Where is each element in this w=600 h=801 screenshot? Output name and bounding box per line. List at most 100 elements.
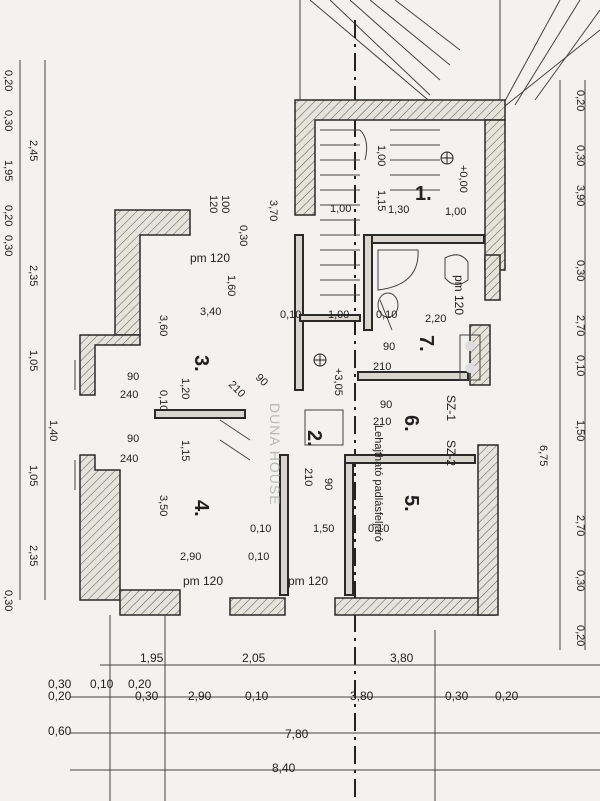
dim-label: 7,80 (285, 727, 309, 741)
dim-label: 1,30 (388, 204, 409, 216)
dim-label: 0,30 (574, 570, 586, 591)
dim-label: 3,40 (200, 306, 221, 318)
section-sz1: SZ-1 (444, 395, 458, 421)
dim-label: 1,00 (328, 309, 349, 321)
dim-label: 210 (302, 468, 314, 486)
dim-label: 1,20 (179, 378, 191, 399)
room-label-3: 3. (190, 355, 212, 372)
dim-label: 0,30 (2, 235, 14, 256)
dim-label: 90 (383, 341, 395, 353)
walls (79, 99, 506, 616)
dim-label: 90 (127, 371, 139, 383)
dim-label: 2,90 (188, 689, 212, 703)
section-sz2: SZ-2 (444, 440, 458, 466)
dim-label: 210 (226, 379, 247, 400)
dim-label: 0,10 (368, 523, 389, 535)
dim-label: 0,10 (248, 551, 269, 563)
dim-label: 0,30 (2, 590, 14, 611)
room-label-2: 2. (303, 430, 325, 447)
dim-label: 1,00 (445, 206, 466, 218)
dim-label: 0,10 (157, 390, 169, 411)
dim-label: 1,95 (140, 651, 164, 665)
dim-label: 3,80 (350, 689, 374, 703)
dim-label: 0,60 (48, 724, 72, 738)
dim-label: 1,50 (313, 523, 334, 535)
dim-label: 0,10 (280, 309, 301, 321)
dim-label: 3,60 (157, 315, 169, 336)
note-pm-1: pm 120 (190, 251, 230, 265)
right-dimension-labels: 0,20 0,30 3,90 0,30 2,70 0,10 1,50 6,75 … (537, 90, 586, 646)
dim-label: 2,70 (574, 515, 586, 536)
room-label-4: 4. (190, 500, 212, 517)
dim-label: 0,30 (2, 110, 14, 131)
dim-label: 1,50 (574, 420, 586, 441)
level-0: +0,00 (457, 165, 469, 193)
note-attic: Lehajtható padlásfeljáró (372, 425, 384, 542)
dim-label: 90 (322, 478, 334, 490)
dim-label: 210 (373, 416, 391, 428)
dim-label: 1,05 (27, 350, 39, 371)
left-dimension-labels: 0,20 0,30 2,45 1,95 0,20 0,30 2,35 1,05 … (2, 70, 59, 611)
dim-label: 0,10 (245, 689, 269, 703)
dim-label: 2,20 (425, 313, 446, 325)
dim-label: 2,35 (27, 545, 39, 566)
dim-label: 210 (373, 361, 391, 373)
dim-label: 120 (207, 195, 219, 213)
roof-outline (299, 0, 600, 111)
dim-label: 1,00 (330, 203, 351, 215)
dim-label: 8,40 (272, 761, 296, 775)
dim-label: 0,30 (574, 145, 586, 166)
dim-label: 0,20 (495, 689, 519, 703)
dim-label: 2,35 (27, 265, 39, 286)
dim-label: 240 (120, 389, 138, 401)
note-pm-3: pm 120 (183, 574, 223, 588)
bathroom-fixtures (377, 249, 481, 381)
dim-label: 2,45 (27, 140, 39, 161)
dimension-lines (19, 60, 600, 771)
level-markers (313, 151, 454, 367)
bottom-dimension-labels: 1,95 2,05 3,80 0,30 0,10 0,20 0,20 0,30 … (48, 651, 519, 775)
dim-label: 0,10 (250, 523, 271, 535)
watermark-logo: DUNA HOUSE (267, 403, 283, 506)
dim-label: 1,40 (47, 420, 59, 441)
dim-label: 0,20 (2, 70, 14, 91)
dim-label: 0,20 (574, 90, 586, 111)
dim-label: 2,05 (242, 651, 266, 665)
dim-label: 0,20 (574, 625, 586, 646)
dim-label: 0,20 (2, 205, 14, 226)
inner-dimension-labels: 1,00 1,15 1,30 1,00 1,00 3,70 120 100 0,… (120, 145, 466, 563)
dim-label: 90 (127, 433, 139, 445)
dim-label: 90 (253, 372, 270, 389)
dim-label: 1,05 (27, 465, 39, 486)
dim-label: 0,20 (48, 689, 72, 703)
dim-label: 6,75 (537, 445, 549, 466)
dim-label: 100 (219, 195, 231, 213)
dim-label: 1,95 (2, 160, 14, 181)
dim-label: 1,60 (225, 275, 237, 296)
dim-label: 0,30 (574, 260, 586, 281)
note-pm-4: pm 120 (288, 574, 328, 588)
note-pm-2: pm 120 (452, 275, 466, 315)
room-label-6: 6. (400, 415, 422, 432)
dim-label: 0,10 (376, 309, 397, 321)
dim-label: 240 (120, 453, 138, 465)
dim-label: 3,50 (157, 495, 169, 516)
dim-label: 2,90 (180, 551, 201, 563)
dim-label: 0,30 (237, 225, 249, 246)
dim-label: 0,30 (445, 689, 469, 703)
level-305: +3,05 (332, 368, 344, 396)
dim-label: 3,80 (390, 651, 414, 665)
dim-label: 0,10 (90, 677, 114, 691)
dim-label: 90 (380, 399, 392, 411)
dim-label: 0,20 (128, 677, 152, 691)
dim-label: 3,70 (267, 200, 279, 221)
dim-label: 0,30 (48, 677, 72, 691)
dim-label: 0,10 (574, 355, 586, 376)
room-label-5: 5. (400, 495, 422, 512)
dim-label: 1,00 (375, 145, 387, 166)
dim-label: 0,30 (135, 689, 159, 703)
dim-label: 1,15 (375, 190, 387, 211)
dim-label: 1,15 (179, 440, 191, 461)
room-label-7: 7. (415, 335, 437, 352)
